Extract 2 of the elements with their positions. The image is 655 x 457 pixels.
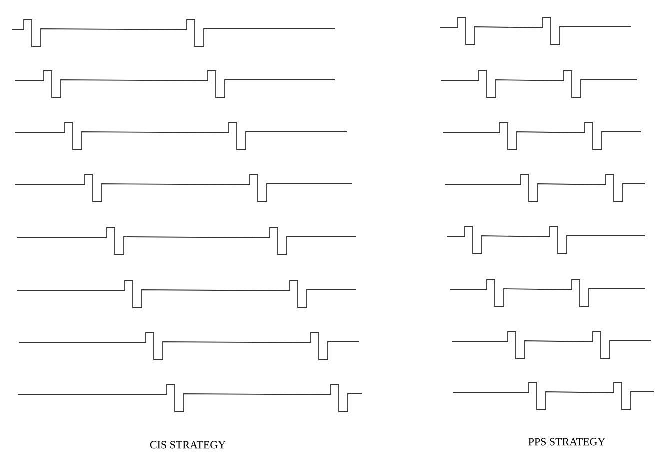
panel-caption: CIS STRATEGY bbox=[150, 441, 226, 449]
panel-caption: PPS STRATEGY bbox=[528, 438, 606, 446]
